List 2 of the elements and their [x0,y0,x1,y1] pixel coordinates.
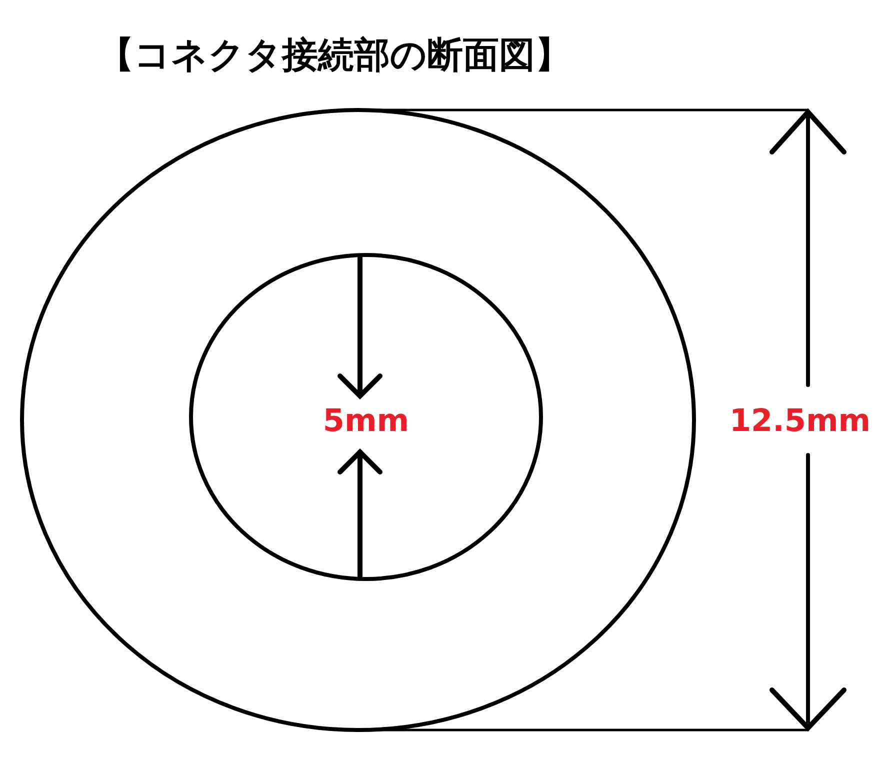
title: 【コネクタ接続部の断面図】 [98,38,571,74]
dimension-label: 5mm [322,406,410,437]
